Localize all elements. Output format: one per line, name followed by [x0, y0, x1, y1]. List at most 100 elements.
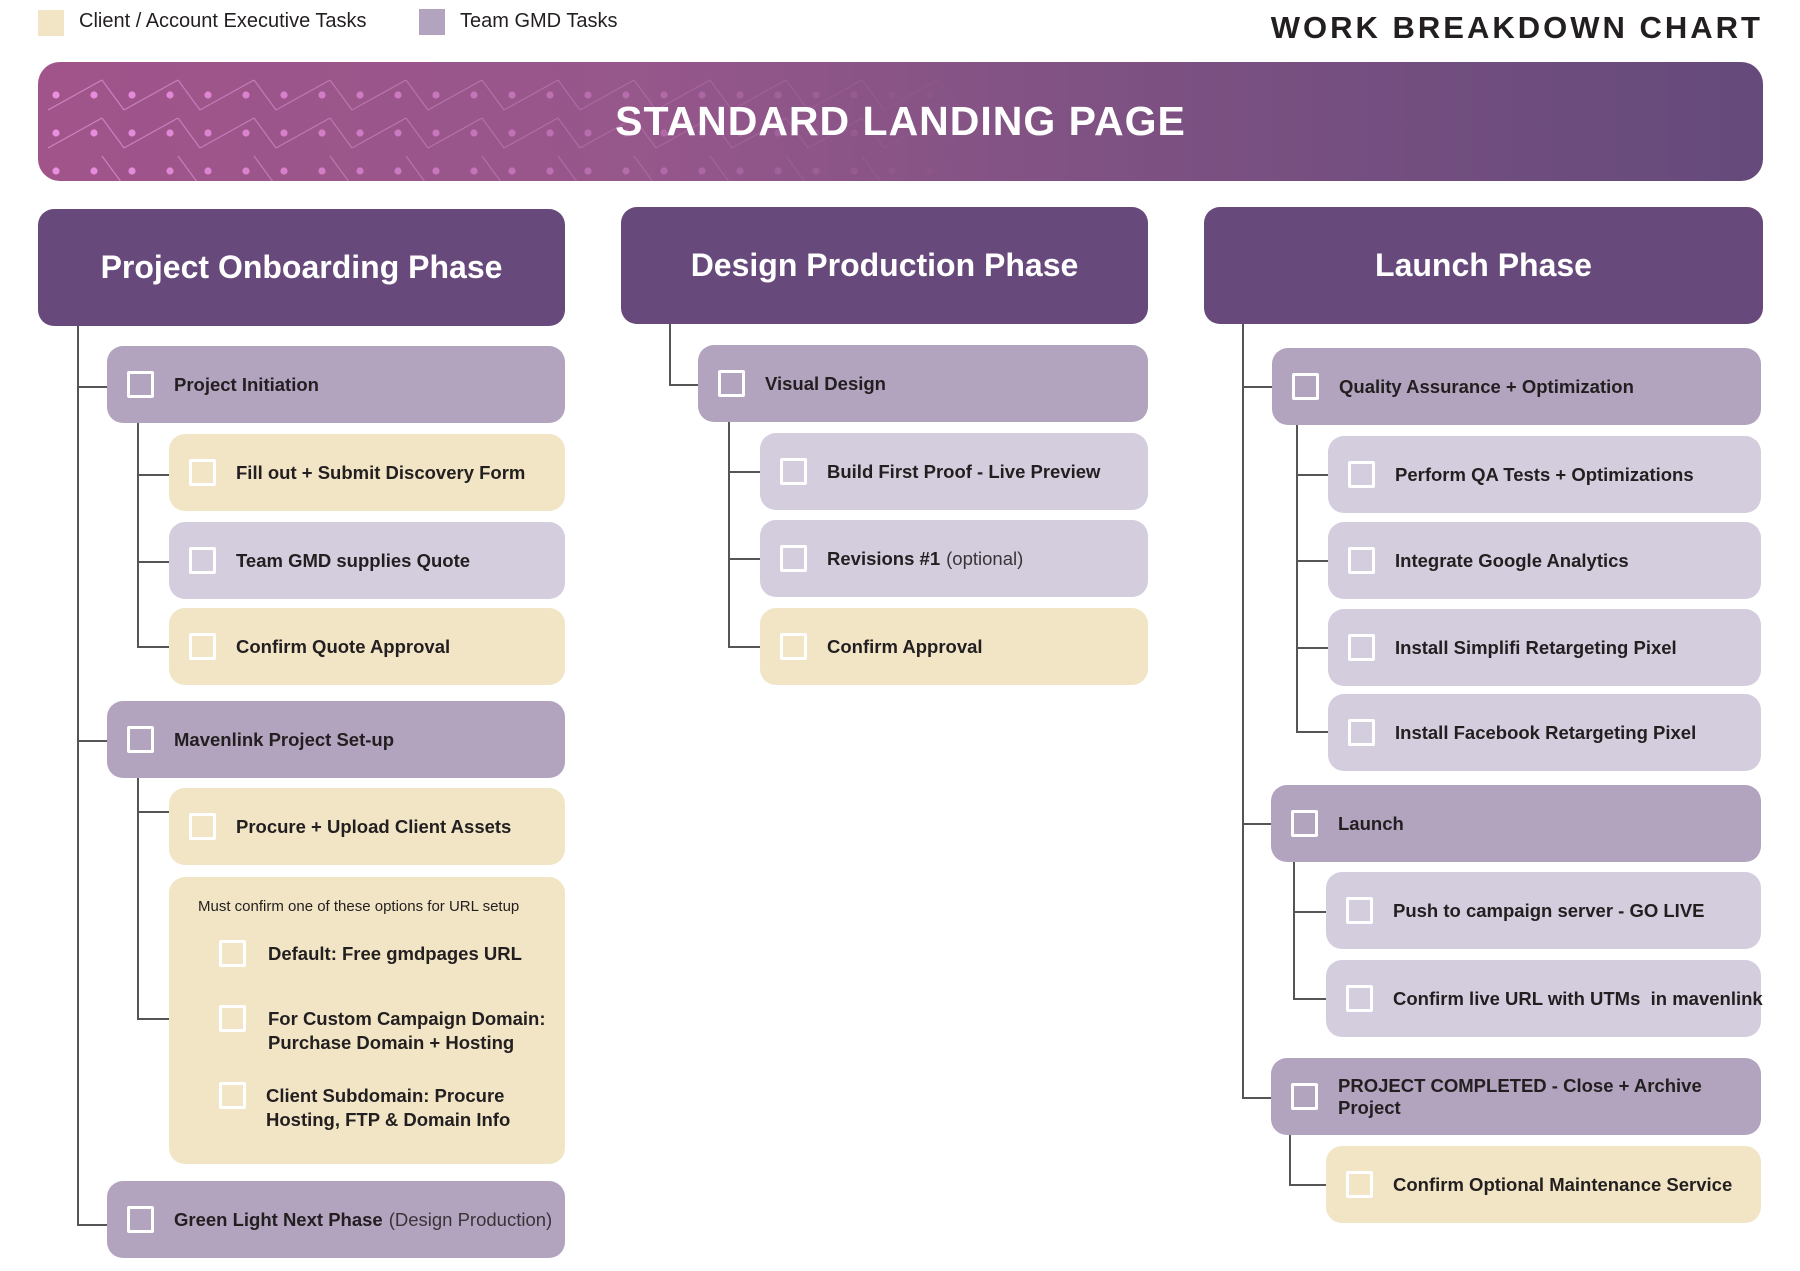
checkbox[interactable]	[780, 545, 807, 572]
pattern-line	[405, 155, 426, 181]
checkbox[interactable]	[1346, 985, 1373, 1012]
task-visual-design[interactable]: Visual Design	[698, 345, 1148, 422]
task-project-completed[interactable]: PROJECT COMPLETED - Close + Archive Proj…	[1271, 1058, 1761, 1135]
url-option-custom-domain[interactable]: For Custom Campaign Domain: Purchase Dom…	[199, 1005, 546, 1055]
task-project-initiation[interactable]: Project Initiation	[107, 346, 565, 423]
task-label: Confirm Optional Maintenance Service	[1393, 1173, 1733, 1195]
connector-line	[669, 324, 671, 386]
checkbox[interactable]	[127, 1206, 154, 1233]
task-label: Procure + Upload Client Assets	[236, 815, 512, 837]
pattern-line	[503, 79, 559, 111]
checkbox[interactable]	[1291, 1083, 1318, 1110]
task-confirm-quote[interactable]: Confirm Quote Approval	[169, 608, 565, 685]
task-launch[interactable]: Launch	[1271, 785, 1761, 862]
pattern-dot	[52, 167, 60, 175]
task-supplies-quote[interactable]: Team GMD supplies Quote	[169, 522, 565, 599]
checkbox[interactable]	[1348, 719, 1375, 746]
checkbox[interactable]	[1348, 547, 1375, 574]
legend-label-team: Team GMD Tasks	[460, 10, 618, 32]
pattern-line	[655, 79, 711, 111]
checkbox[interactable]	[189, 547, 216, 574]
pattern-line	[405, 79, 429, 111]
checkbox[interactable]	[219, 1005, 246, 1032]
task-quality-assurance[interactable]: Quality Assurance + Optimization	[1272, 348, 1761, 425]
pattern-line	[47, 79, 103, 111]
pattern-dot	[242, 167, 250, 175]
task-facebook-pixel[interactable]: Install Facebook Retargeting Pixel	[1328, 694, 1761, 771]
task-label: Visual Design	[765, 372, 886, 394]
checkbox[interactable]	[1346, 1171, 1373, 1198]
option-label-line2: Purchase Domain + Hosting	[268, 1032, 515, 1053]
task-confirm-approval[interactable]: Confirm Approval	[760, 608, 1148, 685]
checkbox[interactable]	[1291, 810, 1318, 837]
task-label: Confirm Quote Approval	[236, 635, 451, 657]
checkbox[interactable]	[127, 726, 154, 753]
task-go-live[interactable]: Push to campaign server - GO LIVE	[1326, 872, 1761, 949]
pattern-line	[351, 117, 407, 149]
pattern-line	[253, 79, 277, 111]
task-maintenance-service[interactable]: Confirm Optional Maintenance Service	[1326, 1146, 1761, 1223]
checkbox[interactable]	[1346, 897, 1373, 924]
connector-line	[137, 811, 169, 813]
task-procure-assets[interactable]: Procure + Upload Client Assets	[169, 788, 565, 865]
task-revisions[interactable]: Revisions #1 (optional)	[760, 520, 1148, 597]
pattern-dot	[888, 167, 896, 175]
checkbox[interactable]	[1348, 461, 1375, 488]
pattern-line	[557, 155, 578, 181]
banner: STANDARD LANDING PAGE	[38, 62, 1763, 181]
pattern-dot	[622, 129, 630, 137]
connector-line	[1296, 731, 1328, 733]
pattern-dot	[926, 91, 934, 99]
pattern-dot	[128, 167, 136, 175]
task-build-first-proof[interactable]: Build First Proof - Live Preview	[760, 433, 1148, 510]
pattern-dot	[888, 129, 896, 137]
connector-line	[77, 740, 107, 742]
task-confirm-live-url[interactable]: Confirm live URL with UTMs in mavenlink	[1326, 960, 1763, 1037]
checkbox[interactable]	[780, 633, 807, 660]
task-green-light[interactable]: Green Light Next Phase (Design Productio…	[107, 1181, 565, 1258]
connector-line	[77, 386, 107, 388]
pattern-dot	[318, 167, 326, 175]
task-discovery-form[interactable]: Fill out + Submit Discovery Form	[169, 434, 565, 511]
checkbox[interactable]	[127, 371, 154, 398]
task-google-analytics[interactable]: Integrate Google Analytics	[1328, 522, 1761, 599]
checkbox[interactable]	[189, 459, 216, 486]
checkbox[interactable]	[219, 940, 246, 967]
connector-line	[1293, 998, 1326, 1000]
pattern-line	[883, 117, 939, 149]
connector-line	[1296, 560, 1328, 562]
pattern-dot	[736, 129, 744, 137]
phase-title: Project Onboarding Phase	[100, 249, 503, 285]
task-label: Confirm Approval	[827, 635, 983, 657]
checkbox[interactable]	[1292, 373, 1319, 400]
pattern-dot	[280, 91, 288, 99]
pattern-dot	[90, 129, 98, 137]
checkbox[interactable]	[219, 1082, 246, 1109]
pattern-dot	[584, 129, 592, 137]
url-option-default[interactable]: Default: Free gmdpages URL	[199, 940, 522, 967]
connector-line	[1289, 1135, 1291, 1186]
task-simplifi-pixel[interactable]: Install Simplifi Retargeting Pixel	[1328, 609, 1761, 686]
task-perform-qa[interactable]: Perform QA Tests + Optimizations	[1328, 436, 1761, 513]
task-label: PROJECT COMPLETED - Close + Archive Proj…	[1338, 1074, 1702, 1118]
connector-line	[137, 646, 169, 648]
task-mavenlink-setup[interactable]: Mavenlink Project Set-up	[107, 701, 565, 778]
checkbox[interactable]	[1348, 634, 1375, 661]
pattern-line	[785, 155, 806, 181]
pattern-line	[709, 117, 733, 149]
pattern-dot	[204, 129, 212, 137]
checkbox[interactable]	[189, 813, 216, 840]
phase-title: Launch Phase	[1375, 247, 1592, 283]
pattern-line	[405, 117, 429, 149]
checkbox[interactable]	[780, 458, 807, 485]
pattern-dot	[926, 129, 934, 137]
pattern-line	[883, 79, 939, 111]
url-option-subdomain[interactable]: Client Subdomain: Procure Hosting, FTP &…	[199, 1082, 510, 1132]
pattern-dot	[622, 91, 630, 99]
pattern-line	[633, 117, 657, 149]
checkbox[interactable]	[718, 370, 745, 397]
pattern-dot	[242, 91, 250, 99]
checkbox[interactable]	[189, 633, 216, 660]
pattern-line	[861, 117, 885, 149]
pattern-dot	[850, 167, 858, 175]
